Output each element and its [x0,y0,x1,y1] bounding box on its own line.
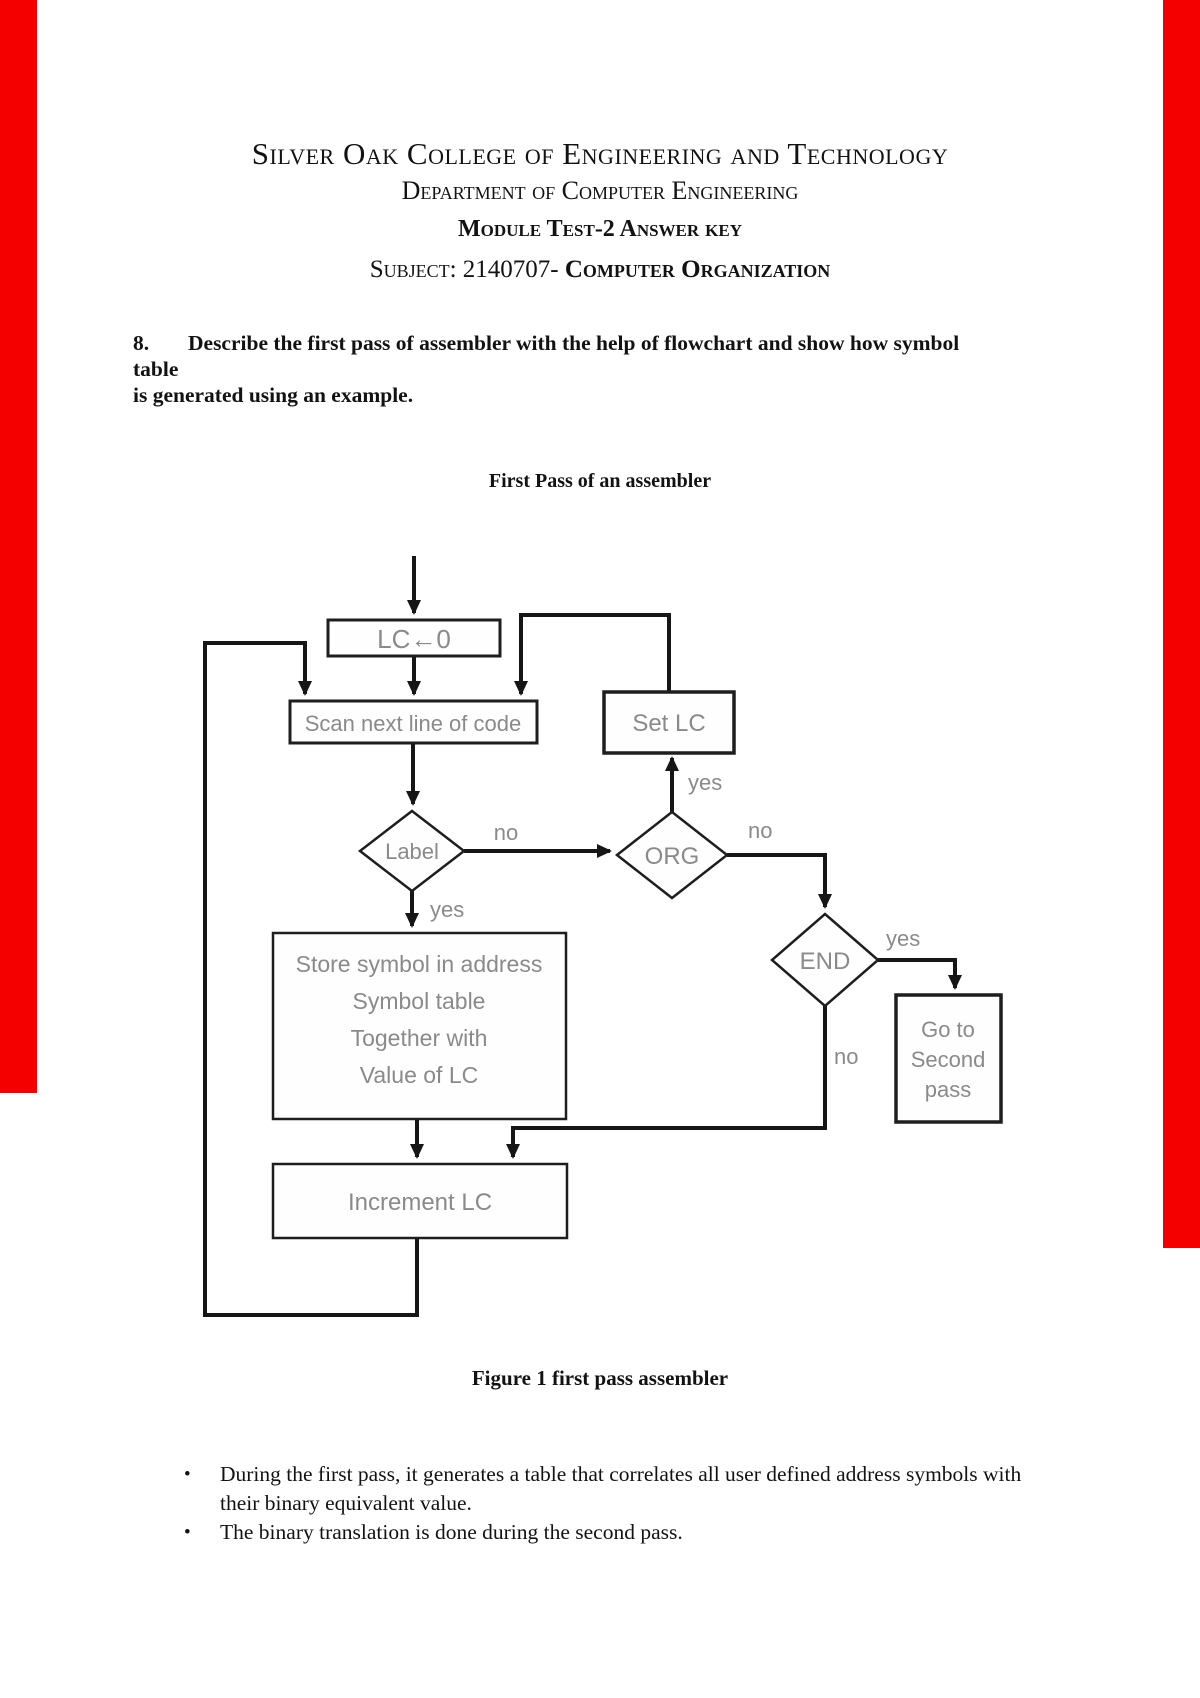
end-yes-text: yes [886,926,920,951]
question-line2: is generated using an example. [133,383,414,407]
first-pass-flowchart: LC←0 Scan next line of code Set LC Label… [203,556,1003,1317]
question-block: 8.Describe the first pass of assembler w… [133,330,993,408]
bullet2-line1: The binary translation is done during th… [220,1520,683,1544]
question-number: 8. [133,331,150,355]
org-no-text: no [748,818,772,843]
end-decision-diamond [770,912,880,1008]
subject-prefix: Subject: 2140707- [369,256,565,283]
subject-line: Subject: 2140707- Computer Organization [0,256,1200,284]
org-decision-diamond [614,810,730,900]
bullet1-line2: their binary equivalent value. [220,1491,472,1515]
goto-line3: pass [925,1077,971,1102]
end-no-text: no [834,1044,858,1069]
label-decision-text: Label [385,839,439,864]
increment-lc-label: Increment LC [348,1189,492,1216]
module-test-title: Module Test-2 Answer key [458,216,742,242]
bullet-item: • The binary translation is done during … [184,1518,1159,1547]
label-decision-diamond [357,809,467,893]
college-title: Silver Oak College of Engineering and Te… [251,136,949,171]
bullet-marker: • [184,1464,191,1485]
scan-label: Scan next line of code [305,711,521,736]
edge-end-yes-to-goto [878,958,962,990]
setlc-box [602,690,736,755]
bullet-text: During the first pass, it generates a ta… [220,1460,1159,1518]
label-yes-text: yes [430,897,464,922]
flowchart-edge-labels: no yes yes no yes no [430,770,920,1069]
subject-name: Computer Organization [564,256,831,283]
bullet1-line1: During the first pass, it generates a ta… [220,1462,1022,1486]
end-decision-text: END [800,948,851,975]
right-red-edge-bar [1163,0,1200,1248]
bullet-text: The binary translation is done during th… [220,1518,1159,1547]
flowchart-edges [203,556,962,1317]
store-symbol-box [271,931,568,1121]
edge-increment-loop-to-scan [203,641,419,1317]
edge-end-no-to-increment [506,1006,827,1159]
left-red-edge-bar [0,0,37,1093]
lc-init-box [326,618,502,658]
department-title: Department of Computer Engineering [401,176,799,205]
goto-line1: Go to [921,1017,975,1042]
org-yes-text: yes [688,770,722,795]
increment-lc-box [271,1162,569,1240]
setlc-label: Set LC [632,710,705,737]
store-line1: Store symbol in address [296,951,543,977]
question-line1: Describe the first pass of assembler wit… [133,331,960,381]
lc-init-label: LC←0 [377,624,451,654]
store-line3: Together with [351,1025,488,1051]
store-line2: Symbol table [353,988,486,1014]
goto-second-pass-box [894,993,1003,1124]
edge-org-no-to-end [727,853,832,909]
edge-setlc-to-scan [514,613,671,696]
figure-caption: Figure 1 first pass assembler [471,1366,729,1390]
flowchart-nodes: LC←0 Scan next line of code Set LC Label… [271,618,1003,1240]
bullet-list: • During the first pass, it generates a … [184,1460,1159,1547]
scan-box [288,699,539,745]
bullet-marker: • [184,1522,191,1543]
goto-line2: Second [911,1047,986,1072]
store-line4: Value of LC [360,1062,478,1088]
bullet-item: • During the first pass, it generates a … [184,1460,1159,1518]
figure-title: First Pass of an assembler [488,470,712,492]
label-no-text: no [494,820,518,845]
org-decision-text: ORG [645,843,700,870]
